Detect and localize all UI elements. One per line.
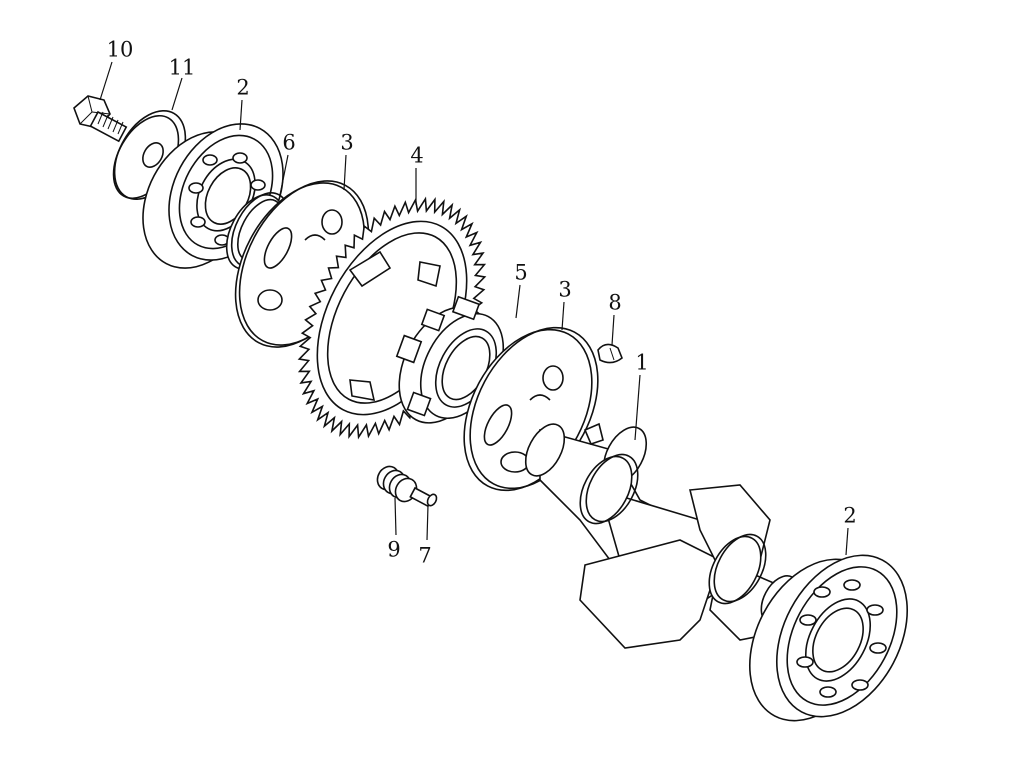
leader-lines bbox=[99, 61, 849, 556]
part-9-spring bbox=[376, 465, 418, 503]
callout-7: 7 bbox=[418, 543, 432, 568]
part-10-hex-bolt bbox=[73, 95, 128, 143]
part-8-key bbox=[597, 343, 623, 364]
part-7-pin bbox=[409, 486, 438, 508]
callout-8: 8 bbox=[608, 290, 622, 315]
part-1-crankshaft bbox=[524, 422, 800, 649]
callout-9: 9 bbox=[387, 537, 401, 562]
callout-10: 10 bbox=[106, 37, 134, 62]
callout-11: 11 bbox=[168, 55, 196, 80]
callout-2-left-bearing: 2 bbox=[236, 75, 250, 100]
callout-2-right-bearing: 2 bbox=[843, 503, 857, 528]
callout-4: 4 bbox=[410, 143, 424, 168]
callout-3-right-plate: 3 bbox=[558, 277, 572, 302]
callout-1: 1 bbox=[635, 350, 649, 375]
callout-3-left-plate: 3 bbox=[340, 130, 354, 155]
callout-6: 6 bbox=[282, 130, 296, 155]
part-2-right-bearing bbox=[748, 554, 909, 722]
callout-5: 5 bbox=[514, 260, 528, 285]
